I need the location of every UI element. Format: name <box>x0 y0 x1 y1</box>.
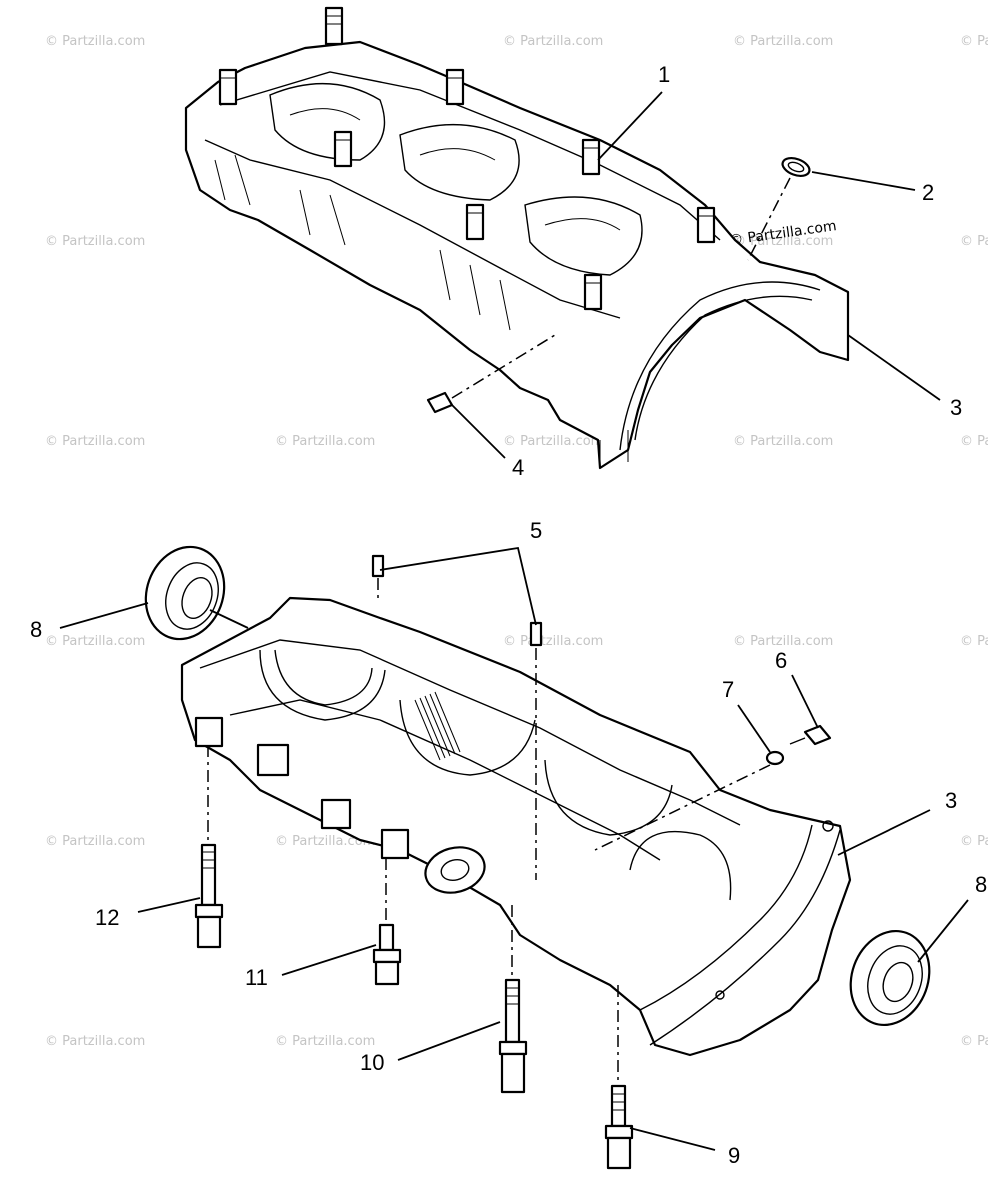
watermark: © Partzilla.com <box>960 634 988 649</box>
watermark: © Partzilla.com <box>503 434 603 449</box>
callout-12: 12 <box>95 905 119 930</box>
callout-labels: 1 2 3 4 5 6 7 3 8 8 9 10 11 12 <box>30 62 987 1168</box>
seal-plug-part <box>747 156 811 261</box>
callout-5: 5 <box>530 518 542 543</box>
watermark: © Partzilla.com <box>733 434 833 449</box>
watermark: © Partzilla.com <box>45 834 145 849</box>
callout-8-right: 8 <box>975 872 987 897</box>
bolt-11 <box>372 858 402 986</box>
stud <box>465 203 485 241</box>
callout-3-bottom: 3 <box>945 788 957 813</box>
watermark: © Partzilla.com <box>45 234 145 249</box>
watermark: © Partzilla.com <box>733 234 833 249</box>
lower-crankcase-drawing <box>180 554 852 1057</box>
bolt-part <box>789 724 832 746</box>
stud <box>583 273 603 311</box>
callout-7: 7 <box>722 677 734 702</box>
bolt-10 <box>498 905 528 1094</box>
leader-lines <box>59 91 969 1151</box>
callout-4: 4 <box>512 455 524 480</box>
callout-10: 10 <box>360 1050 384 1075</box>
upper-crankcase-drawing <box>184 6 850 470</box>
watermark: © Partzilla.com <box>503 634 603 649</box>
stud <box>218 68 238 106</box>
dowel-pin <box>371 554 385 602</box>
callout-1: 1 <box>658 62 670 87</box>
stud <box>324 6 344 46</box>
watermark: © Partzilla.com <box>45 434 145 449</box>
watermark: © Partzilla.com <box>733 634 833 649</box>
watermark: © Partzilla.com <box>960 234 988 249</box>
stud <box>333 130 353 168</box>
watermark: © Partzilla.com <box>45 1034 145 1049</box>
watermark: © Partzilla.com <box>960 34 988 49</box>
watermark: © Partzilla.com <box>960 1034 988 1049</box>
washer-part <box>765 750 785 766</box>
oil-seal-left <box>144 545 249 641</box>
stud <box>696 206 716 244</box>
callout-2: 2 <box>922 180 934 205</box>
bolt-9 <box>604 985 634 1170</box>
watermark: © Partzilla.com <box>960 434 988 449</box>
callout-9: 9 <box>728 1143 740 1168</box>
watermark: © Partzilla.com <box>45 34 145 49</box>
watermark: © Partzilla.com <box>960 834 988 849</box>
oil-port <box>424 846 486 894</box>
stud <box>581 138 601 176</box>
watermark: © Partzilla.com <box>275 834 375 849</box>
watermark: © Partzilla.com <box>733 34 833 49</box>
callout-11: 11 <box>245 965 268 990</box>
watermark: © Partzilla.com <box>275 434 375 449</box>
watermark: © Partzilla.com <box>503 34 603 49</box>
callout-3-top: 3 <box>950 395 962 420</box>
watermark: © Partzilla.com <box>45 634 145 649</box>
oil-seal-right <box>849 929 931 1027</box>
stud <box>445 68 465 106</box>
callout-6: 6 <box>775 648 787 673</box>
bolt-12 <box>194 745 224 949</box>
callout-8-left: 8 <box>30 617 42 642</box>
watermark: © Partzilla.com <box>275 1034 375 1049</box>
